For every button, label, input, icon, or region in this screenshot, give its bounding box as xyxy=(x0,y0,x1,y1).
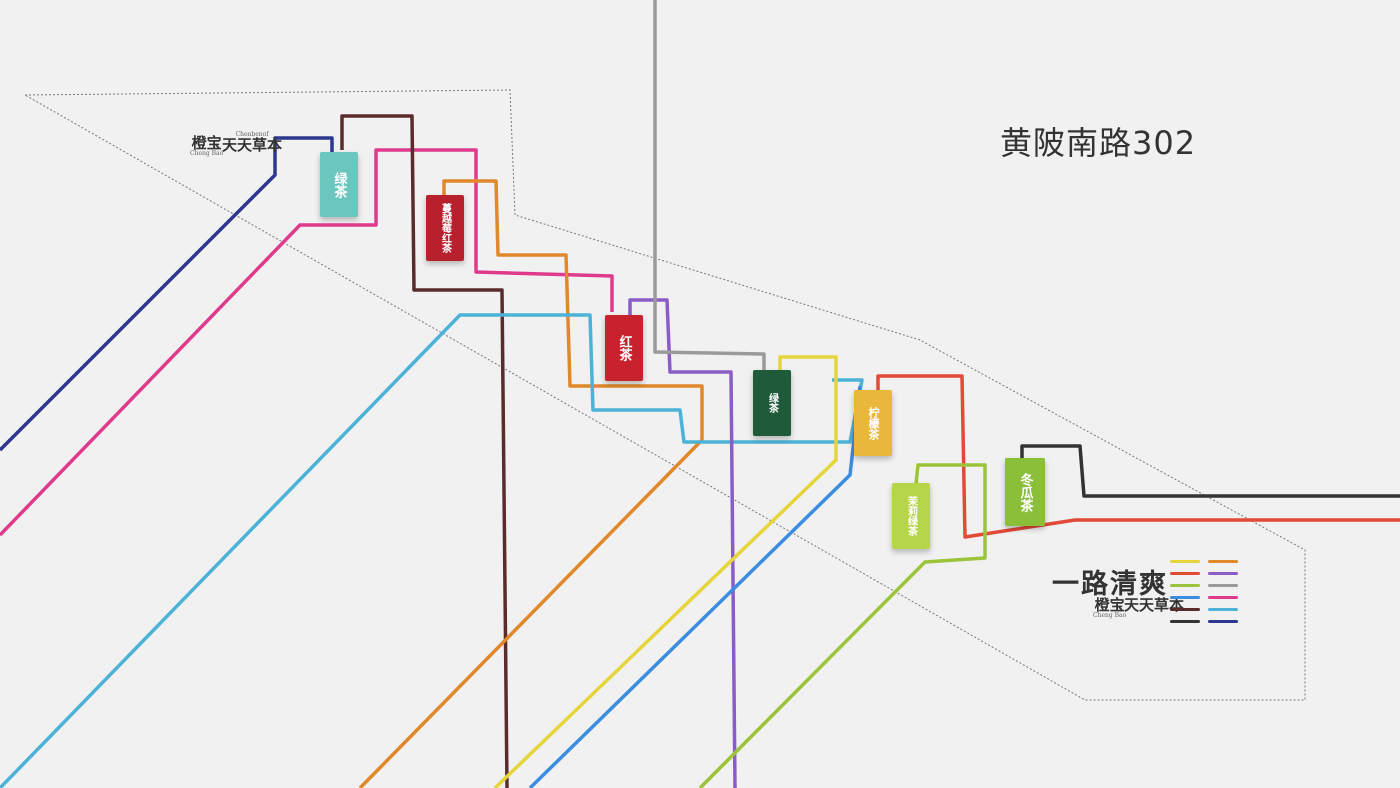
legend-swatch xyxy=(1208,596,1238,599)
slogan: 一路清爽 xyxy=(1052,569,1168,600)
brown-route-line xyxy=(340,114,509,788)
legend-swatch xyxy=(1170,596,1200,599)
legend-swatch xyxy=(1208,620,1238,623)
legend-swatch xyxy=(1208,572,1238,575)
yellow-route-line xyxy=(493,355,838,788)
brand-name: 橙宝 xyxy=(1094,596,1125,614)
product-name: 柠檬茶 xyxy=(867,406,880,440)
black-route-line xyxy=(1020,444,1400,498)
legend-swatch xyxy=(1170,620,1200,623)
product-name: 冬瓜茶 xyxy=(1017,472,1033,512)
legend-swatch xyxy=(1170,560,1200,563)
brand-logo-chengbao-small: 橙宝 Cheng Bao xyxy=(1093,598,1126,619)
brand-name: 橙宝 xyxy=(191,134,222,152)
brand-subtitle: Chenbenof xyxy=(235,131,269,138)
legend-swatch xyxy=(1208,560,1238,563)
product-pack: 蔓越莓红茶 xyxy=(426,195,464,261)
brand-subtitle: Cheng Bao xyxy=(190,150,224,157)
legend-swatch xyxy=(1170,584,1200,587)
product-name: 茉莉绿茶 xyxy=(905,496,917,536)
product-name: 红茶 xyxy=(616,335,632,361)
product-pack: 绿茶 xyxy=(753,370,791,436)
brand-name: 天天草本 xyxy=(222,136,283,154)
product-pack: 绿茶 xyxy=(320,152,358,217)
product-name: 绿茶 xyxy=(331,171,347,198)
product-pack: 柠檬茶 xyxy=(854,390,892,456)
dashed-outline xyxy=(24,89,1306,701)
legend-swatch xyxy=(1170,572,1200,575)
brand-logo-tiantian: Chenbenof 天天草本 xyxy=(222,132,282,153)
legend-swatch xyxy=(1170,608,1200,611)
station-title: 黄陂南路302 xyxy=(1000,124,1197,162)
purple-route-line xyxy=(628,298,737,788)
pink-route-line xyxy=(0,148,614,537)
navy-route-line xyxy=(0,136,334,452)
product-name: 绿茶 xyxy=(766,393,778,413)
brand-name: 天天草本 xyxy=(1124,596,1185,614)
product-pack: 红茶 xyxy=(605,315,643,381)
legend-swatch xyxy=(1208,608,1238,611)
legend-swatch xyxy=(1208,584,1238,587)
brand-subtitle: Cheng Bao xyxy=(1093,612,1127,619)
product-pack: 冬瓜茶 xyxy=(1005,458,1045,526)
green-route-line xyxy=(698,463,987,788)
red-route-line xyxy=(876,374,1400,539)
product-pack: 茉莉绿茶 xyxy=(892,483,930,549)
gray-route-line xyxy=(653,0,766,372)
brand-logo-tiantian-small: 天天草本 xyxy=(1124,598,1184,613)
brand-logo-chengbao: 橙宝 Cheng Bao xyxy=(190,136,223,157)
product-name: 蔓越莓红茶 xyxy=(439,203,451,253)
orange-route-line xyxy=(358,179,704,788)
